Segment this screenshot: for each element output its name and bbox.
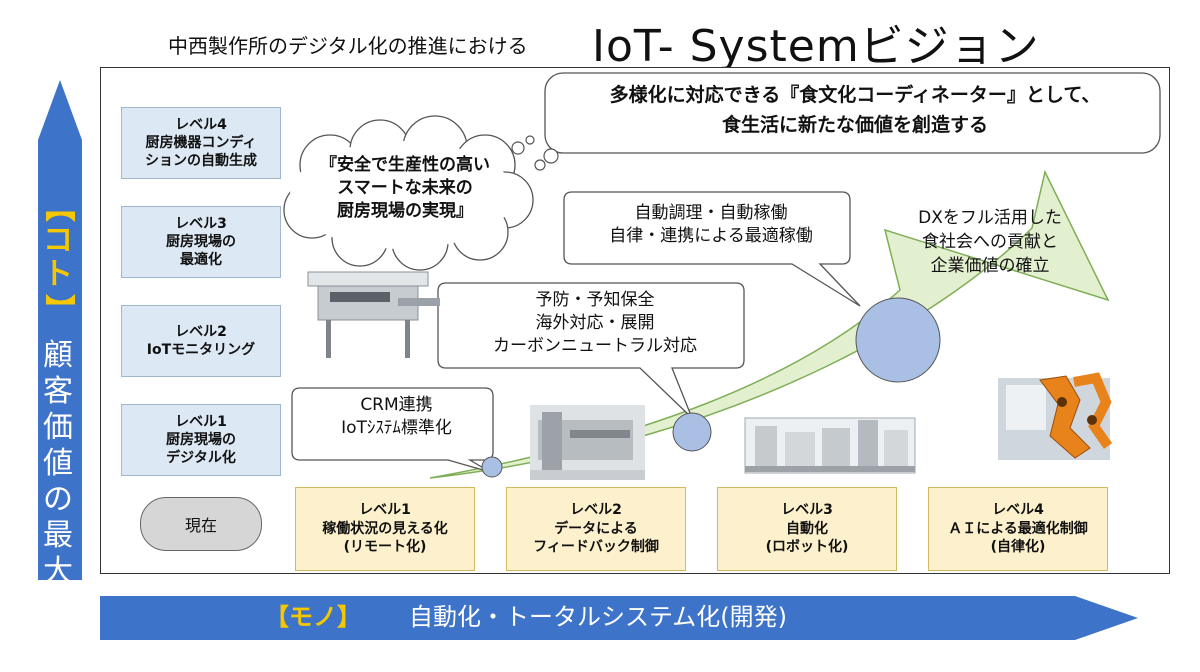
growth-arrow [429,169,1110,479]
mono-axis-arrow [100,596,1138,640]
axis-char: 客 [43,374,73,409]
title-row: 中西製作所のデジタル化の推進における IoT- Systemビジョン [0,8,1200,72]
callout-bubble [534,159,546,171]
axis-char: 化 [43,590,73,625]
maintenance-callout-shape [437,282,745,419]
mono-level-3-box: レベル3 自動化 (ロボット化) [717,487,897,571]
crm-callout-text: CRM連携 IoTｼｽﾃﾑ標準化 [341,395,452,438]
current-state-pill: 現在 [140,497,262,551]
thought-cloud-text: 『安全で生産性の高い スマートな未来の 厨房現場の実現』 [320,155,490,221]
mono-level-1-box: レベル1 稼働状況の見える化 (リモート化) [295,487,475,571]
crm-callout-shape [291,387,494,473]
automation-callout-shape [563,191,861,307]
mono-axis-text: 自動化・トータルシステム化(開発) [409,603,788,631]
callout-bubble [543,148,559,164]
koto-level-3-box: レベル3 厨房現場の 最適化 [121,206,281,278]
mono-level-4-box: レベル4 ＡＩによる最適化制御 (自律化) [928,487,1108,571]
top-callout-shape [544,72,1161,154]
koto-axis-label: 【 コ ト 】 顧 客 価 値 の 最 大 化 [32,190,84,626]
koto-level-1-box: レベル1 厨房現場の デジタル化 [121,404,281,476]
koto-level-2-box: レベル2 IoTモニタリング [121,305,281,377]
production-line-image [744,417,916,474]
axis-char: 顧 [43,338,73,373]
axis-char: 値 [43,446,73,481]
mono-axis-label: 【モノ】 自動化・トータルシステム化(開発) [265,597,787,637]
growth-circle-small [481,456,503,478]
axis-char: 価 [43,410,73,445]
thought-bubble [511,141,525,155]
growth-circle-medium [672,412,712,452]
axis-char: の [43,482,73,517]
koto-char-1: コ [43,223,73,258]
mono-level-2-box: レベル2 データによる フィードバック制御 [506,487,686,571]
robot-arm-image [998,372,1113,460]
title-subtitle: 中西製作所のデジタル化の推進における [168,34,528,58]
koto-char-2: ト [43,257,73,292]
dx-goal-text: DXをフル活用した 食社会への貢献と 企業価値の確立 [918,208,1062,276]
cooking-machine-image [307,271,440,358]
maintenance-callout-text: 予防・予知保全 海外対応・展開 カーボンニュートラル対応 [493,290,697,356]
koto-axis-arrow [38,80,82,580]
axis-char: 大 [43,554,73,589]
axis-char: 最 [43,518,73,553]
automation-callout-text: 自動調理・自動稼働 自律・連携による最適稼働 [609,203,813,246]
top-callout-text: 多様化に対応できる『食文化コーディネーター』として、 食生活に新たな価値を創造す… [609,84,1101,137]
growth-circle-large [855,297,941,383]
title-main: IoT- Systemビジョン [592,21,1040,72]
koto-level-4-box: レベル4 厨房機器コンディ ションの自動生成 [121,107,281,179]
kitchen-facility-image [530,405,645,480]
mono-bracket-label: 【モノ】 [265,603,361,631]
thought-bubble [525,135,535,145]
